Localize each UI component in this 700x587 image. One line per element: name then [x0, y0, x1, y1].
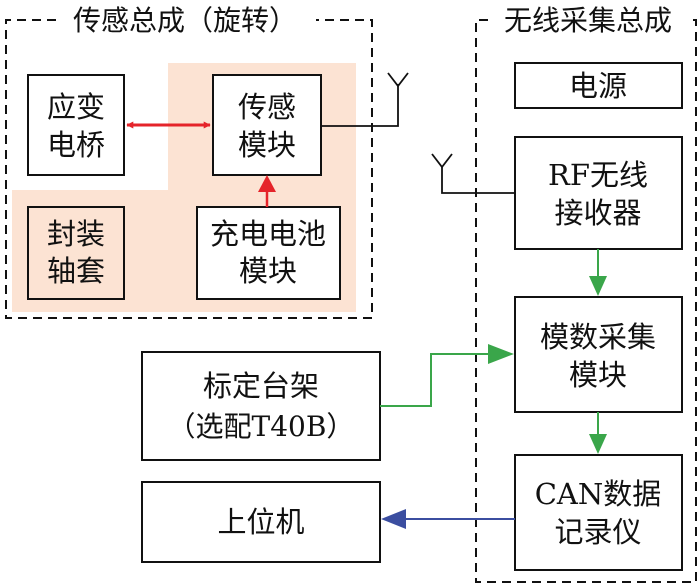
can-logger-block: CAN数据 记录仪: [514, 454, 683, 571]
adc-module-line2: 模块: [569, 358, 627, 392]
sensor-module-line2: 模块: [238, 128, 296, 162]
battery-module-block: 充电电池 模块: [196, 206, 341, 300]
wireless-assembly-title: 无线采集总成: [504, 4, 672, 37]
sensor-module-block: 传感 模块: [212, 74, 322, 176]
calibration-rig-block: 标定台架 （选配T40B）: [141, 351, 381, 461]
sealing-sleeve-block: 封装 轴套: [27, 206, 125, 300]
calibration-rig-line2: （选配T40B）: [168, 410, 355, 443]
sealing-sleeve-line1: 封装: [47, 217, 105, 251]
adc-can-arrow: [589, 412, 607, 454]
strain-bridge-block: 应变 电桥: [27, 74, 125, 176]
battery-module-line2: 模块: [239, 254, 297, 288]
calibration-adc-arrow: [380, 344, 514, 407]
rf-adc-arrow: [589, 249, 607, 296]
rf-receiver-block: RF无线 接收器: [514, 136, 683, 250]
can-logger-line2: 记录仪: [554, 515, 641, 549]
sensor-assembly-frame: [5, 19, 373, 319]
rf-receiver-line2: 接收器: [554, 196, 641, 230]
battery-sensor-arrow: [258, 175, 276, 207]
power-label: 电源: [569, 69, 627, 103]
calibration-rig-line1: 标定台架: [203, 369, 319, 403]
battery-module-line1: 充电电池: [210, 217, 326, 251]
can-logger-line1: CAN数据: [535, 477, 662, 511]
sensor-module-line1: 传感: [238, 90, 296, 124]
can-host-arrow: [381, 509, 515, 529]
rf-receiver-line1: RF无线: [548, 158, 648, 192]
strain-bridge-line1: 应变: [47, 90, 105, 124]
sealing-sleeve-line2: 轴套: [47, 254, 105, 288]
strain-bridge-line2: 电桥: [47, 128, 105, 162]
sensor-assembly-title: 传感总成（旋转）: [73, 4, 297, 37]
host-pc-block: 上位机: [141, 481, 381, 563]
transmit-antenna-icon: [321, 72, 409, 127]
wireless-assembly-frame: [475, 19, 697, 583]
power-block: 电源: [514, 62, 683, 109]
host-pc-label: 上位机: [217, 505, 304, 539]
receive-antenna-icon: [431, 153, 515, 194]
adc-module-line1: 模数采集: [540, 320, 656, 354]
adc-module-block: 模数采集 模块: [514, 296, 683, 413]
